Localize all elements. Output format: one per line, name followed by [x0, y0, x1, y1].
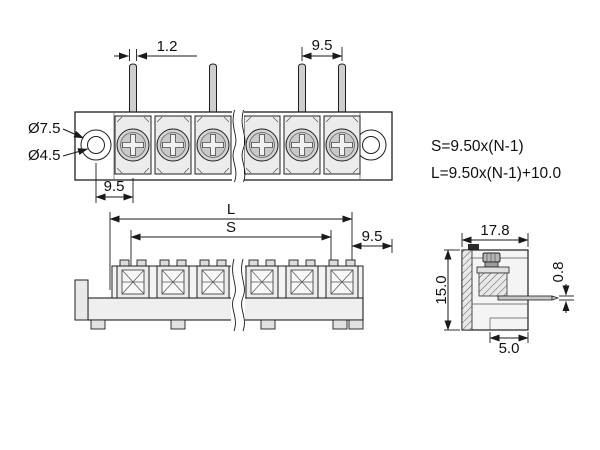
- terminal-cell: [243, 115, 281, 175]
- terminal-cell: [114, 115, 152, 175]
- dim-text-foot-offset: 5.0: [499, 340, 520, 357]
- dim-text-L: L: [227, 201, 235, 218]
- dim-pin-thickness: 0.8: [550, 262, 574, 313]
- dim-pin-width: 1.2: [114, 38, 197, 61]
- solder-pin: [129, 63, 137, 114]
- top-view: [74, 258, 364, 332]
- end-wall: [74, 279, 89, 321]
- terminal-cell: [154, 115, 192, 175]
- clamp-unit: [325, 259, 359, 299]
- mounting-foot: [260, 319, 276, 330]
- label-hole-inner: Ø4.5: [28, 147, 61, 164]
- dim-end-pitch: 9.5: [351, 228, 393, 253]
- solder-pin: [338, 63, 346, 114]
- dim-text-pin-width: 1.2: [157, 38, 178, 55]
- dim-depth: 17.8: [461, 222, 529, 247]
- dim-first-terminal-offset: 9.5: [95, 163, 134, 203]
- hole-diameter-labels: Ø7.5 Ø4.5: [28, 120, 88, 164]
- solder-pin: [209, 63, 217, 114]
- dim-text-depth: 17.8: [480, 222, 509, 239]
- dim-text-end-pitch: 9.5: [362, 228, 383, 245]
- clamp-unit: [196, 259, 230, 299]
- label-hole-outer: Ø7.5: [28, 120, 61, 137]
- clamp-unit: [156, 259, 190, 299]
- solder-pin-side: [497, 295, 560, 301]
- dim-text-pin-pitch: 9.5: [312, 37, 333, 54]
- formula-total-length: L=9.50x(N-1)+10.0: [431, 165, 561, 182]
- break-line: [232, 109, 246, 183]
- terminal-cell: [194, 115, 232, 175]
- cover-tab: [468, 244, 479, 250]
- mounting-foot: [90, 319, 106, 330]
- mounting-foot: [348, 319, 364, 330]
- mounting-hole-left: [80, 129, 112, 161]
- formulas: S=9.50x(N-1) L=9.50x(N-1)+10.0: [431, 138, 561, 182]
- block-base: [87, 297, 364, 321]
- clamp-unit: [116, 259, 150, 299]
- dim-height: 15.0: [433, 249, 460, 331]
- dim-foot-offset: 5.0: [489, 332, 529, 357]
- mounting-foot: [332, 319, 348, 330]
- section-wall: [461, 249, 473, 331]
- terminal-cell: [323, 115, 361, 175]
- dim-text-S: S: [226, 219, 236, 236]
- formula-terminal-span: S=9.50x(N-1): [431, 138, 524, 155]
- clamp-unit: [285, 259, 319, 299]
- break-line: [231, 258, 245, 332]
- front-view: [74, 63, 393, 183]
- dim-pin-pitch: 9.5: [301, 37, 343, 61]
- mounting-foot: [170, 319, 186, 330]
- dim-text-pin-thickness: 0.8: [550, 262, 567, 283]
- dim-total-length: L: [109, 201, 353, 290]
- terminal-cell: [283, 115, 321, 175]
- dim-text-first-offset: 9.5: [104, 178, 125, 195]
- dim-text-height: 15.0: [433, 275, 450, 304]
- solder-pin: [298, 63, 306, 114]
- side-view: [461, 244, 560, 331]
- clamp-screw: [476, 252, 510, 297]
- clamp-unit: [245, 259, 279, 299]
